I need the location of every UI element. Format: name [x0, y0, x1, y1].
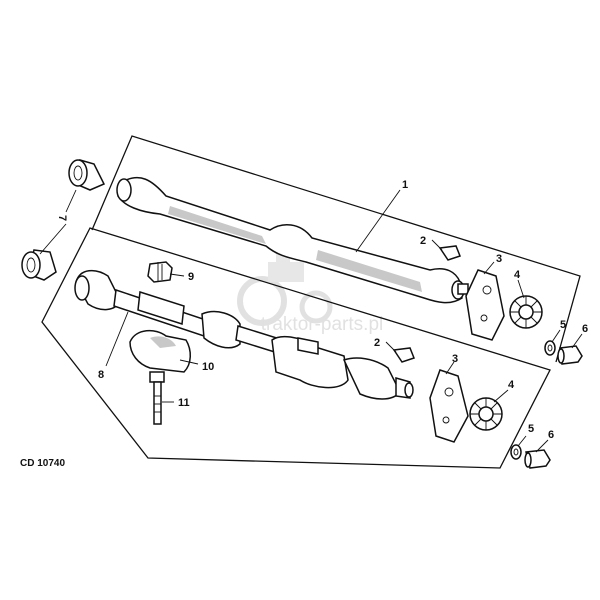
gear-upper [509, 295, 543, 329]
screw-upper [557, 345, 583, 365]
diagram-code: CD 10740 [20, 458, 65, 469]
callout-9: 9 [188, 271, 194, 283]
callout-6-lower: 6 [548, 429, 554, 441]
gear-lower [469, 397, 503, 431]
key-upper [438, 245, 461, 261]
castle-nut [147, 261, 173, 283]
callout-7: 7 [56, 215, 68, 221]
rocker-shaft-lower [74, 269, 414, 400]
bolt [149, 371, 165, 425]
callout-6-upper: 6 [582, 323, 588, 335]
plate-lower [429, 369, 469, 443]
washer-lower [510, 444, 522, 460]
rocker-shaft-upper [116, 176, 469, 304]
callout-5-upper: 5 [560, 319, 566, 331]
callout-5-lower: 5 [528, 423, 534, 435]
key-lower [392, 347, 415, 363]
screw-lower [524, 449, 551, 469]
upper-group-outline [91, 135, 581, 363]
callout-4-lower: 4 [508, 379, 515, 391]
callout-8: 8 [98, 369, 104, 381]
callout-11: 11 [178, 397, 190, 409]
plate-upper [465, 269, 505, 341]
shaft-support [129, 329, 191, 373]
callout-3-lower: 3 [452, 353, 458, 365]
callout-1: 1 [402, 179, 408, 191]
callout-3-upper: 3 [496, 253, 502, 265]
callout-2-lower: 2 [374, 337, 380, 349]
bushing-lower [21, 249, 57, 281]
callout-4-upper: 4 [514, 269, 521, 281]
leader-lines [39, 189, 583, 453]
lower-group-outline [41, 227, 551, 469]
callout-10: 10 [202, 361, 214, 373]
callout-2-upper: 2 [420, 235, 426, 247]
watermark-text: traktor-parts.pl [261, 314, 383, 335]
washer-upper [544, 340, 556, 356]
bushing-upper [68, 159, 106, 191]
